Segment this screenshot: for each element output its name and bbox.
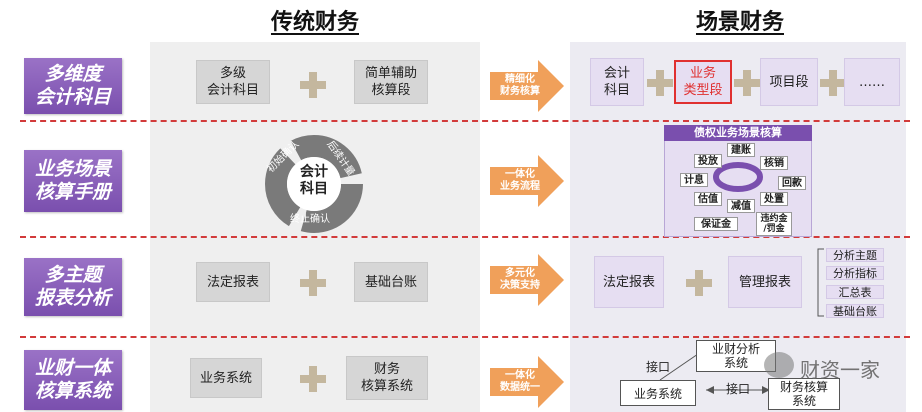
list-item-indicator: 分析指标	[826, 266, 884, 280]
box-multi-level-accounts: 多级 会计科目	[196, 60, 270, 104]
box-fin-analysis-system: 业财分析 系统	[696, 340, 776, 372]
chip-disposal: 处置	[760, 192, 788, 206]
watermark-text: 财资一家	[800, 358, 880, 382]
chip-penalty: 违约金 /罚金	[756, 212, 792, 236]
plus-icon	[300, 72, 326, 98]
chip-issue: 投放	[694, 154, 722, 168]
chip-interest: 计息	[680, 173, 708, 187]
scene-accounting-title: 债权业务场景核算	[664, 125, 812, 141]
chip-writeoff: 核销	[760, 156, 788, 170]
box-business-type: 业务 类型段	[674, 60, 732, 104]
chip-setup: 建账	[727, 143, 755, 157]
plus-icon	[734, 70, 760, 96]
cycle-diagram	[265, 135, 363, 233]
box-accounts: 会计 科目	[590, 58, 644, 106]
plus-icon	[300, 366, 326, 392]
arrow-row1	[490, 60, 564, 112]
arrow-row1-label: 精细化 财务核算	[500, 74, 540, 97]
scene-cycle-icon	[713, 162, 763, 192]
category-multi-theme: 多主题 报表分析	[24, 258, 122, 316]
arrow-row3-label: 多元化 决策支持	[500, 268, 540, 291]
row-divider	[20, 120, 910, 122]
box-finance-system: 财务 核算系统	[346, 356, 428, 400]
box-statutory-report: 法定报表	[196, 262, 270, 302]
box-management-report: 管理报表	[728, 256, 802, 308]
plus-icon	[647, 70, 673, 96]
box-simple-aux: 简单辅助 核算段	[354, 60, 428, 104]
list-item-theme: 分析主题	[826, 248, 884, 262]
arrow-row3	[490, 254, 564, 306]
plus-icon	[686, 270, 712, 296]
arrow-row2	[490, 155, 564, 207]
chip-collection: 回款	[778, 176, 806, 190]
row-divider	[20, 336, 910, 338]
plus-icon	[300, 270, 326, 296]
wechat-icon	[764, 352, 794, 378]
box-biz-system: 业务系统	[620, 380, 696, 406]
box-statutory-report-r: 法定报表	[594, 256, 664, 308]
box-business-system: 业务系统	[190, 358, 262, 398]
cycle-terminate-label: 终止确认	[290, 214, 330, 225]
category-integration: 业财一体 核算系统	[24, 350, 122, 410]
category-business-scene: 业务场景 核算手册	[24, 150, 122, 212]
plus-icon	[820, 70, 846, 96]
chip-deposit: 保证金	[694, 217, 738, 231]
chip-valuation: 估值	[694, 192, 722, 206]
arrow-row2-label: 一体化 业务流程	[500, 169, 540, 192]
category-multi-dimension: 多维度 会计科目	[24, 58, 122, 114]
chip-impairment: 减值	[727, 199, 755, 213]
row-divider	[20, 236, 910, 238]
interface-label-mid: 接口	[726, 382, 751, 396]
bracket	[817, 248, 824, 317]
integration-connectors	[659, 353, 770, 394]
list-item-summary: 汇总表	[826, 285, 884, 299]
cycle-center-label: 会计 科目	[300, 164, 328, 197]
arrow-row4-label: 一体化 数据统一	[500, 370, 540, 393]
arrow-row4	[490, 356, 564, 408]
header-scene: 场景财务	[695, 10, 784, 35]
box-fin-accounting-system: 财务核算 系统	[768, 378, 840, 410]
interface-label-top: 接口	[646, 360, 671, 374]
list-item-ledger: 基础台账	[826, 304, 884, 318]
box-project: 项目段	[760, 58, 818, 106]
box-base-ledger: 基础台账	[354, 262, 428, 302]
box-ellipsis: ……	[844, 58, 900, 106]
header-traditional: 传统财务	[270, 10, 359, 35]
